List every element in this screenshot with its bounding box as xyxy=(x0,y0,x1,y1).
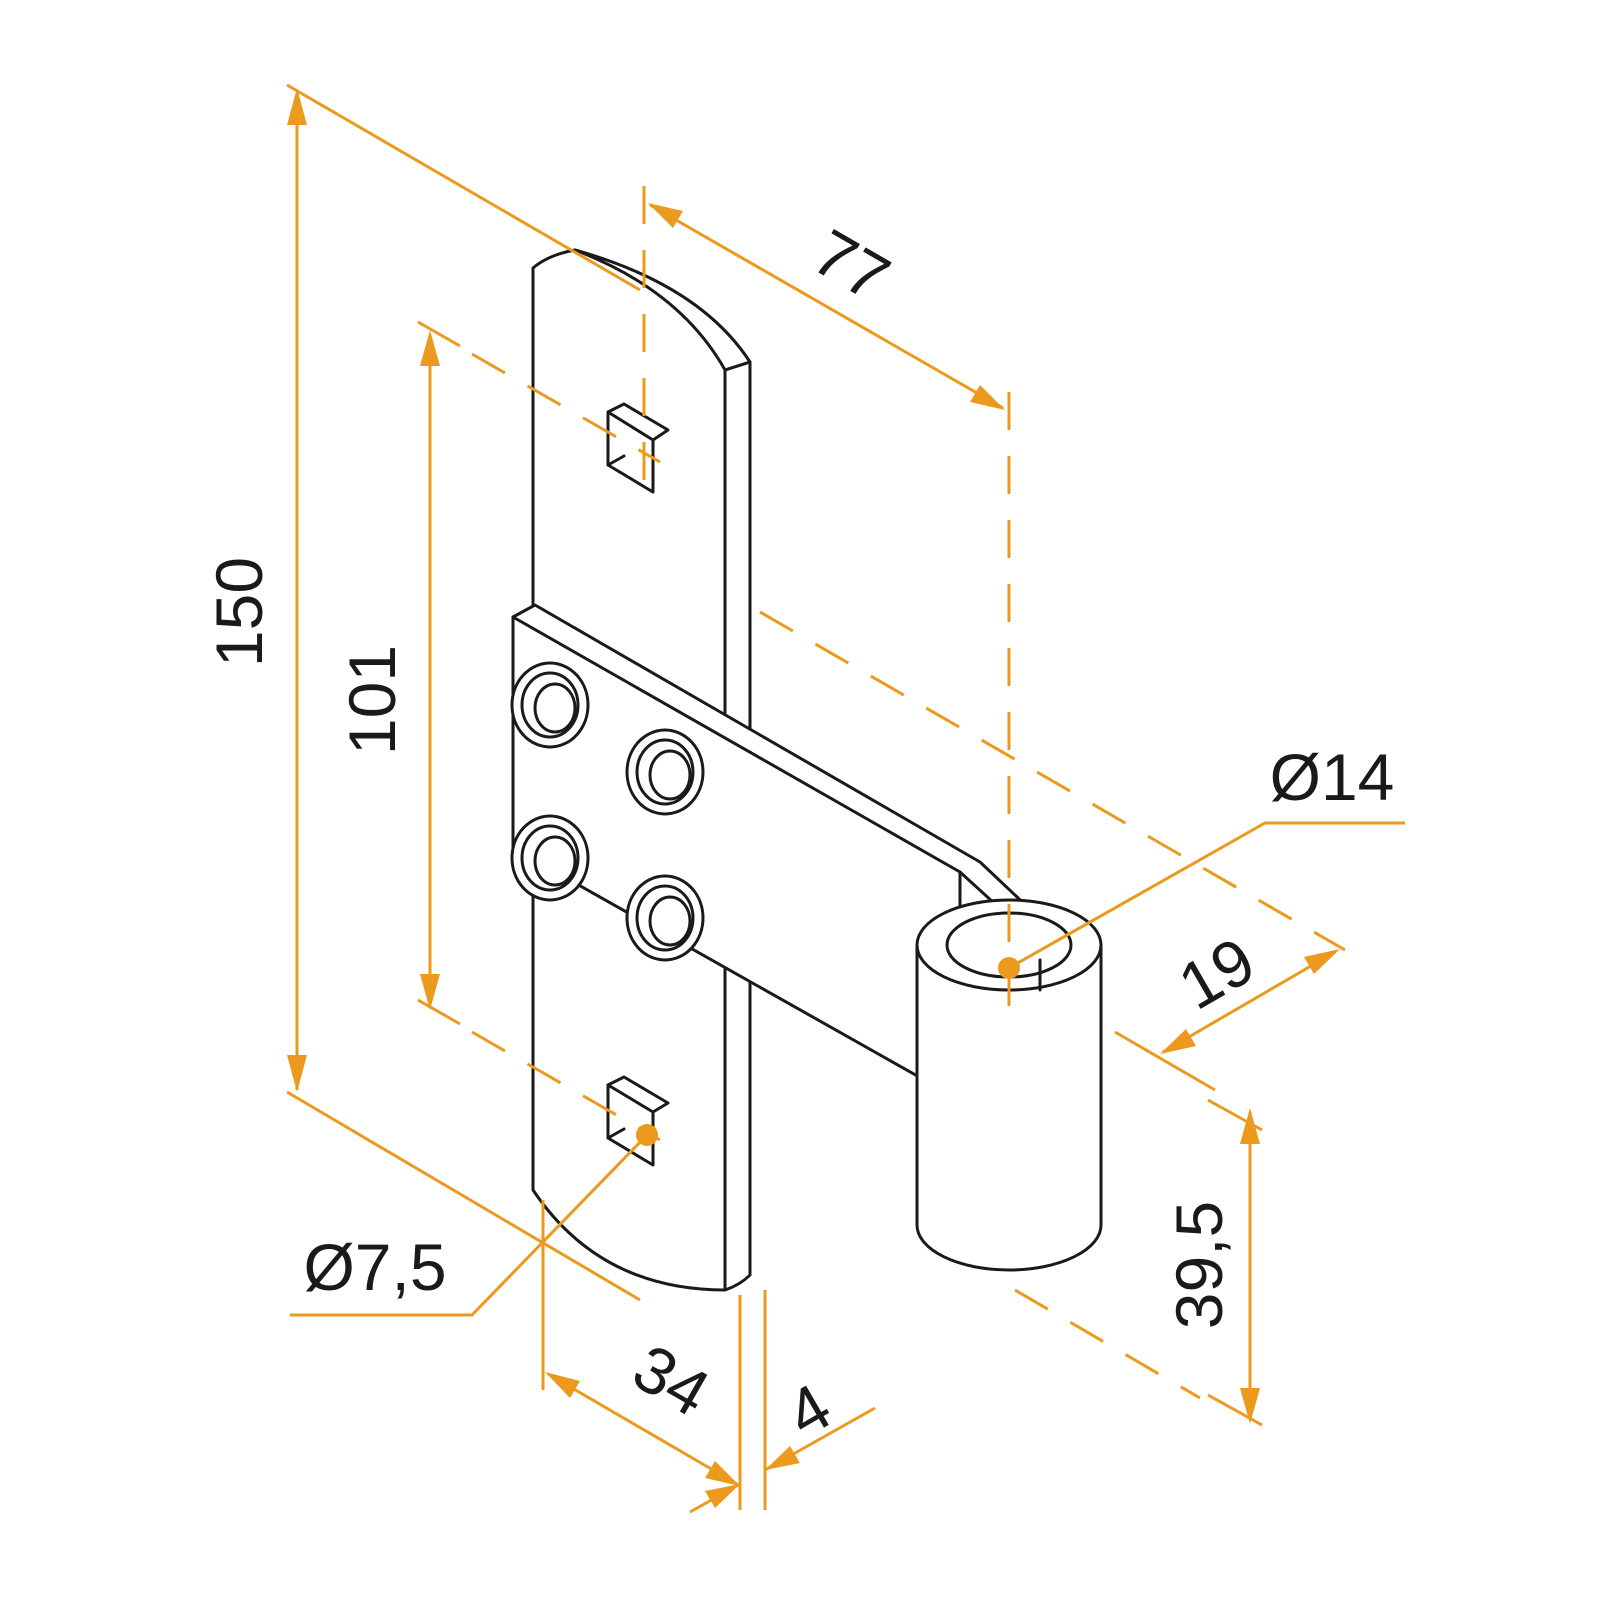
hinge-barrel xyxy=(915,898,1103,1272)
dim-hole-diameter-leader xyxy=(290,1133,649,1317)
rivet-boss-3 xyxy=(510,814,590,902)
label-hole-diameter: Ø7,5 xyxy=(303,1230,446,1304)
label-101: 101 xyxy=(335,645,409,755)
hinge-part xyxy=(510,248,1103,1292)
label-barrel-length: 39,5 xyxy=(1162,1201,1236,1329)
dim-77-line xyxy=(649,203,1004,410)
dimension-lines xyxy=(286,83,1405,1514)
label-pin-diameter: Ø14 xyxy=(1270,740,1395,814)
rivet-boss-4 xyxy=(625,874,705,962)
leaf-arm-top-face xyxy=(511,615,962,874)
label-plate-width: 34 xyxy=(621,1330,722,1431)
label-150: 150 xyxy=(202,557,276,667)
plate-top-edge xyxy=(573,248,752,372)
rivet-boss-1 xyxy=(510,661,590,749)
upper-square-hole xyxy=(606,402,670,494)
dim-34-line xyxy=(547,1372,738,1486)
dim-pin-diameter-leader xyxy=(1008,821,1405,970)
rivet-boss-2 xyxy=(625,728,705,816)
label-plate-thickness: 4 xyxy=(774,1369,843,1451)
dim-19-line xyxy=(1162,950,1336,1054)
label-barrel-offset: 19 xyxy=(1166,923,1267,1024)
lower-square-hole xyxy=(606,1075,670,1167)
